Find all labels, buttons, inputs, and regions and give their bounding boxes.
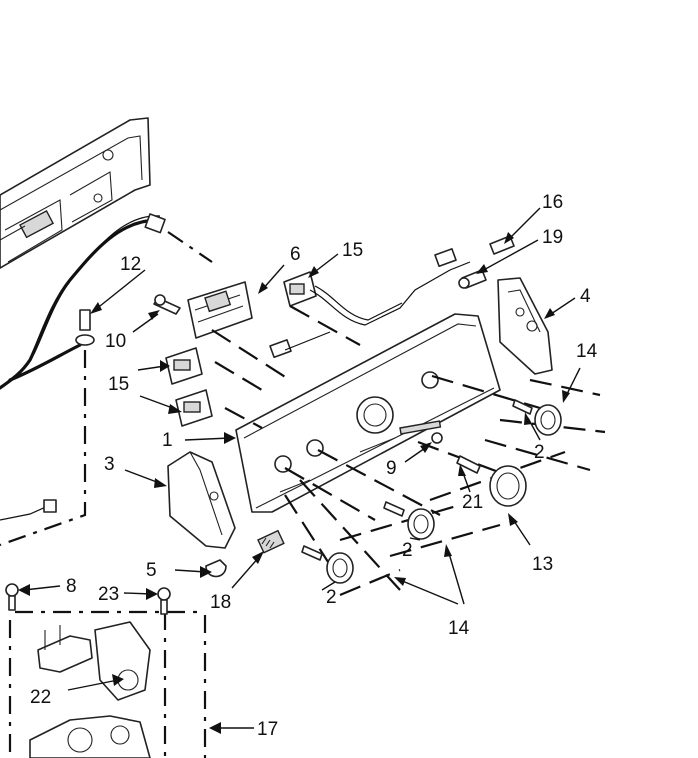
screw-8: [5, 583, 19, 611]
knob-2-right: [512, 399, 562, 436]
control-board-6: [187, 281, 253, 339]
callout-1: 1: [162, 430, 173, 451]
callout-22: 22: [30, 687, 51, 708]
valve-assembly-22: [29, 621, 151, 758]
callout-14-right: 14: [576, 341, 598, 362]
knob-2-center: [383, 501, 435, 540]
main-console: [235, 313, 501, 513]
callout-15-top: 15: [342, 240, 363, 261]
callout-8: 8: [66, 576, 77, 597]
callout-4: 4: [580, 286, 591, 307]
callout-labels: 12 10 6 15 16 19 4 14 15 1 3 2 9 21 2 13…: [30, 192, 598, 740]
callout-5: 5: [146, 560, 157, 581]
end-cap-4: [497, 277, 553, 375]
assembly-leader-lines: [0, 231, 213, 758]
knob-2-left: [301, 545, 354, 584]
callout-10: 10: [105, 331, 126, 352]
rear-console-panel: [0, 117, 151, 269]
callout-16: 16: [542, 192, 563, 213]
screw-10: [153, 294, 181, 315]
switch-15-top: [283, 271, 317, 307]
part-9: [431, 432, 443, 444]
callout-19: 19: [542, 227, 563, 248]
callout-15-left: 15: [108, 374, 129, 395]
console-wiring: [269, 248, 471, 359]
callout-23: 23: [98, 584, 119, 605]
callout-leaders: [18, 207, 581, 734]
switch-15-left-b: [175, 389, 213, 427]
callout-13: 13: [532, 554, 553, 575]
spring-18: [257, 529, 285, 554]
callout-18: 18: [210, 592, 231, 613]
screw-23: [157, 587, 171, 615]
callout-2-right: 2: [534, 442, 545, 463]
knob-13: [489, 465, 527, 507]
screw-19: [458, 269, 487, 289]
screw-12: [75, 309, 95, 346]
callout-2-left: 2: [326, 587, 337, 608]
callout-14-bottom: 14: [448, 618, 470, 639]
callout-21: 21: [462, 492, 483, 513]
callout-12: 12: [120, 254, 141, 275]
callout-9: 9: [386, 458, 397, 479]
shaft-21: [456, 455, 481, 474]
callout-3: 3: [104, 454, 115, 475]
callout-6: 6: [290, 244, 301, 265]
callout-2-center: 2: [402, 540, 413, 561]
switch-15-left-a: [165, 347, 203, 385]
end-cap-3: [167, 451, 236, 549]
callout-17: 17: [257, 719, 278, 740]
wire-harness: [0, 213, 166, 521]
clip-5: [205, 559, 227, 578]
